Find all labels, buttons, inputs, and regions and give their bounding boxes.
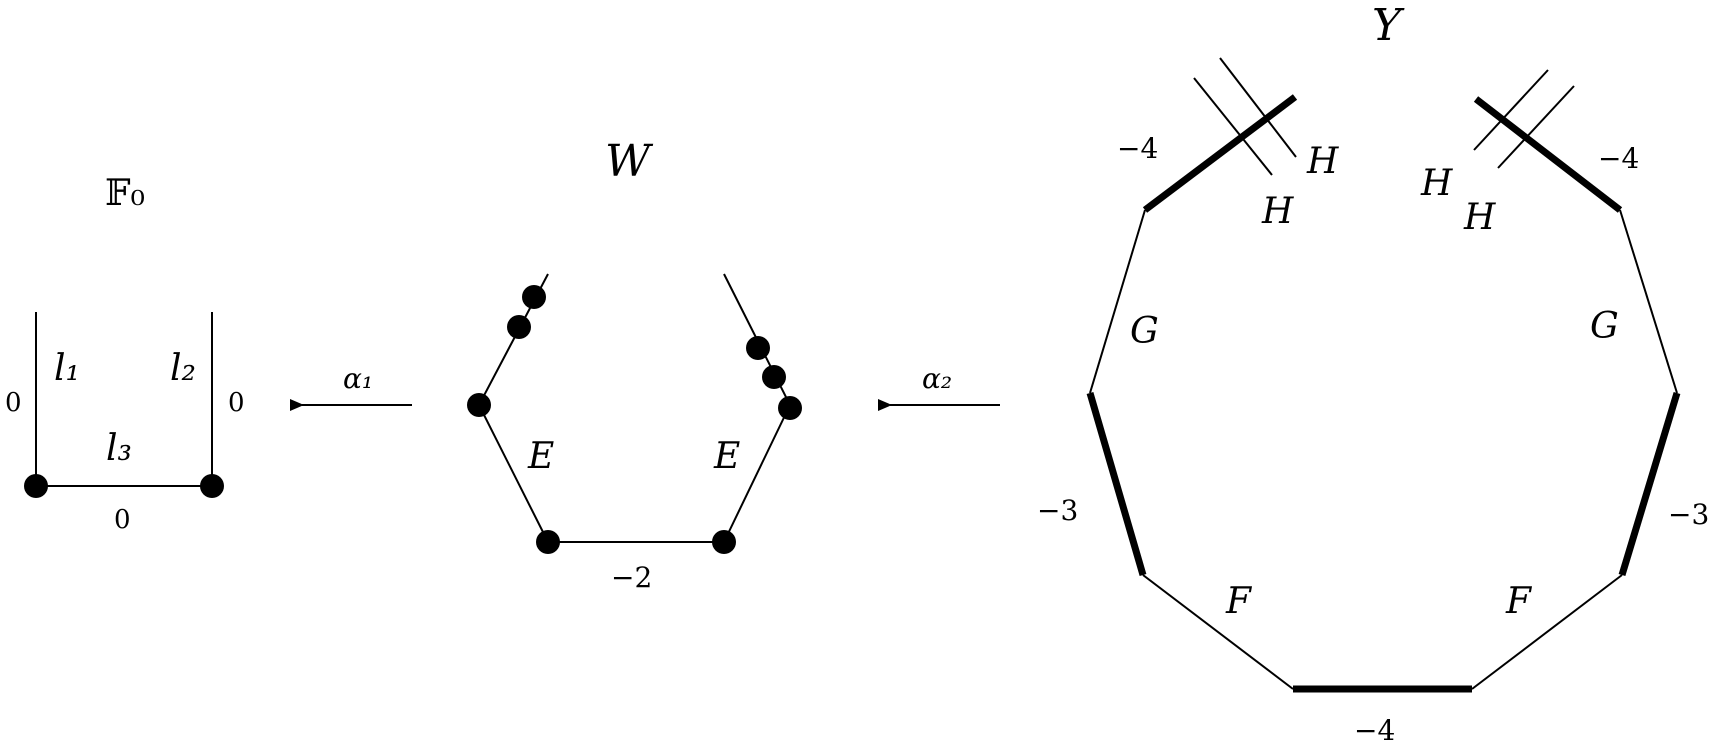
label-e-right: E [713,436,740,477]
point-w-right-1 [746,336,770,360]
w-panel: W E E −2 [467,136,802,594]
alpha1-map: α₁ [290,362,412,411]
label-f-left: F [1225,581,1253,622]
label-h-1: H [1306,141,1339,182]
f0-title: 𝔽₀ [105,173,145,214]
curve-f-right [1471,574,1623,690]
self-int-l3: 0 [114,505,131,535]
self-int-right: −3 [1668,498,1709,531]
self-int-bottom-y: −4 [1354,714,1395,747]
self-int-left: −3 [1037,494,1078,527]
self-int-l1: 0 [5,388,22,418]
alpha2-label: α₂ [922,362,952,395]
curve-g-right [1619,209,1678,394]
point-w-right-3 [778,396,802,420]
label-g-left: G [1130,311,1159,352]
point-left [24,474,48,498]
curve-top-left [1142,94,1298,213]
point-w-right-2 [762,365,786,389]
label-g-right: G [1590,306,1619,347]
point-w-left [467,393,491,417]
curve-h-3 [1473,69,1549,151]
curve-left [1086,392,1147,576]
y-title: Y [1372,0,1405,51]
y-panel: Y −4 −4 −3 −3 −4 G G F F H H H H [1037,0,1709,747]
label-e-left: E [527,436,554,477]
w-title: W [605,136,654,187]
point-w-left-2 [507,315,531,339]
label-l2: l₂ [170,348,196,389]
self-int-l2: 0 [228,388,245,418]
alpha1-label: α₁ [343,362,373,395]
self-int-bottom-w: −2 [611,561,652,594]
curve-h-1 [1193,77,1273,176]
label-l1: l₁ [54,348,80,389]
curve-g-left [1089,209,1146,394]
alpha2-map: α₂ [878,362,1000,411]
point-right [200,474,224,498]
point-w-bottom-right [712,530,736,554]
point-w-left-3 [522,285,546,309]
curve-right [1618,391,1681,577]
curve-h-4 [1497,85,1575,169]
self-int-top-left: −4 [1117,132,1158,165]
f0-panel: 𝔽₀ l₁ l₂ l₃ 0 0 0 [5,173,245,535]
self-int-top-right: −4 [1598,142,1639,175]
curve-h-2 [1219,57,1297,158]
label-h-3: H [1420,163,1453,204]
label-h-2: H [1261,191,1294,232]
point-w-bottom-left [536,530,560,554]
curve-top-right [1473,96,1623,213]
label-h-4: H [1463,197,1496,238]
curve-f-left [1142,574,1294,690]
label-l3: l₃ [106,428,132,469]
label-f-right: F [1505,581,1533,622]
